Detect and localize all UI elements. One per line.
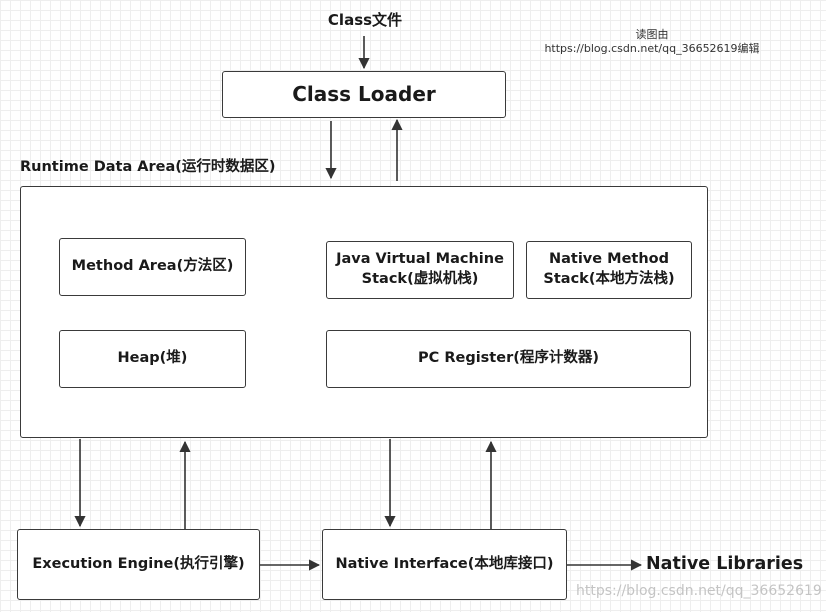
runtime-data-area-label: Runtime Data Area(运行时数据区) — [20, 159, 276, 175]
runtime-data-area — [20, 186, 708, 438]
method-area-label: Method Area(方法区) — [71, 258, 234, 275]
native-interface-box: Native Interface(本地库接口) — [322, 529, 567, 600]
native-interface-label: Native Interface(本地库接口) — [335, 555, 554, 572]
execution-engine-label: Execution Engine(执行引擎) — [32, 555, 245, 572]
heap-box: Heap(堆) — [59, 330, 246, 388]
native-method-stack-label: Native Method Stack(本地方法栈) — [543, 251, 675, 287]
class-loader-label: Class Loader — [292, 82, 436, 106]
native-libraries-label: Native Libraries — [646, 554, 804, 574]
pc-register-label: PC Register(程序计数器) — [418, 350, 599, 367]
execution-engine-box: Execution Engine(执行引擎) — [17, 529, 260, 600]
jvm-stack-label: Java Virtual Machine Stack(虚拟机栈) — [336, 251, 504, 287]
class-loader-box: Class Loader — [222, 71, 506, 118]
watermark-editor-line2: https://blog.csdn.net/qq_36652619编辑 — [544, 42, 760, 55]
watermark-editor-line1: 读图由 — [635, 28, 669, 41]
watermark-bottom: https://blog.csdn.net/qq_36652619 — [576, 583, 822, 599]
pc-register-box: PC Register(程序计数器) — [326, 330, 691, 388]
class-file-label: Class文件 — [327, 11, 403, 29]
method-area-box: Method Area(方法区) — [59, 238, 246, 296]
jvm-stack-box: Java Virtual Machine Stack(虚拟机栈) — [326, 241, 514, 299]
native-method-stack-box: Native Method Stack(本地方法栈) — [526, 241, 692, 299]
heap-label: Heap(堆) — [117, 350, 188, 367]
